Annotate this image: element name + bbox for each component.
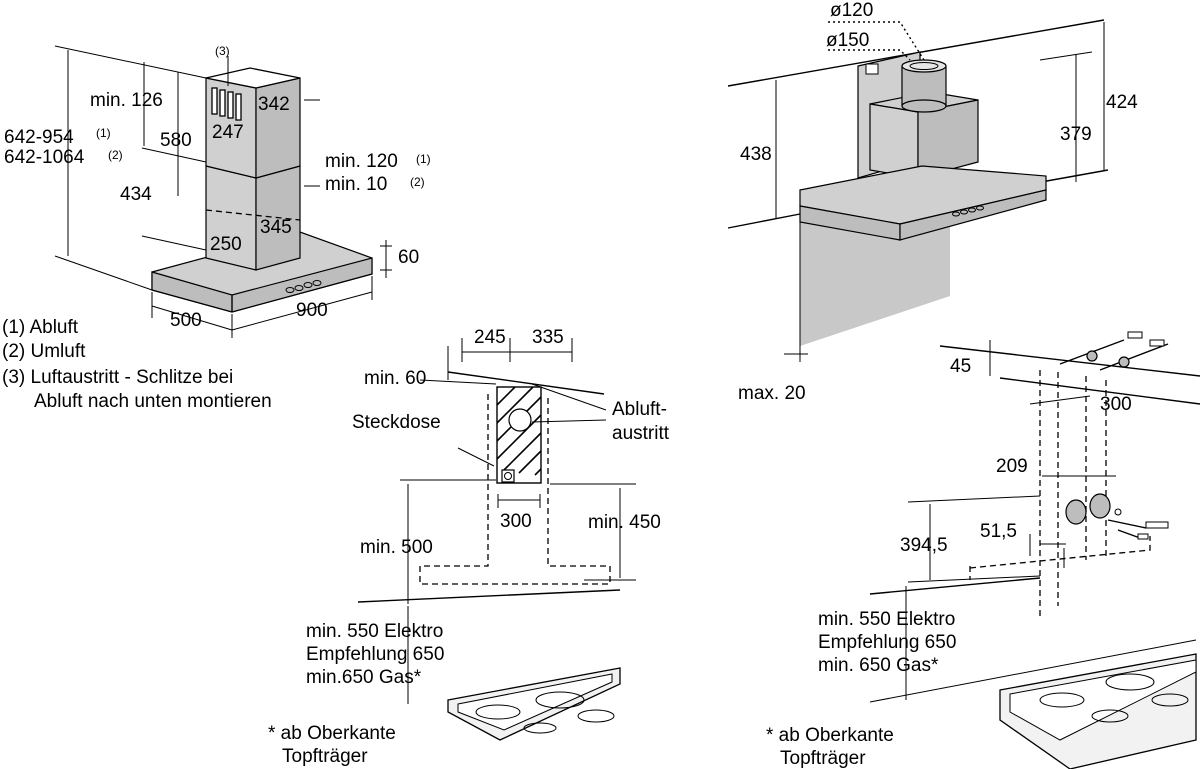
label-max-20: max. 20 [738, 383, 806, 404]
label-900: 900 [296, 300, 328, 321]
label-245: 245 [474, 327, 506, 348]
label-abluft-2: austritt [612, 423, 670, 444]
label-left-footnote-1: * ab Oberkante [268, 723, 396, 744]
wall-view-right [869, 331, 1200, 769]
chimney-box-front [869, 103, 919, 179]
hood-perspective-view [54, 45, 392, 338]
label-335: 335 [532, 327, 564, 348]
label-min-10: min. 10 [325, 174, 387, 195]
exhaust-outlet-circle [508, 408, 532, 432]
air-outlet-slots [211, 87, 242, 121]
label-500: 500 [170, 310, 202, 331]
label-left-footnote-2: Topfträger [282, 746, 368, 767]
side-canopy-side [899, 189, 1047, 241]
label-abluft-1: Abluft- [612, 399, 667, 420]
label-247: 247 [212, 122, 244, 143]
label-209: 209 [996, 456, 1028, 477]
label-51-5: 51,5 [980, 521, 1017, 542]
label-right-note-2: Empfehlung 650 [818, 632, 956, 653]
label-min-120: min. 120 [325, 151, 398, 172]
top-screws [1059, 331, 1169, 371]
chimney-top [205, 67, 301, 89]
label-right-footnote-1: * ab Oberkante [766, 725, 894, 746]
label-438: 438 [740, 144, 772, 165]
label-left-note-1: min. 550 Elektro [306, 621, 443, 642]
label-height-range-2-note: (2) [108, 148, 123, 162]
label-342: 342 [258, 94, 290, 115]
label-min-126: min. 126 [90, 90, 163, 111]
chimney-upper-side [255, 77, 301, 179]
label-marker-3: (3) [215, 44, 230, 58]
label-right-note-3: min. 650 Gas* [818, 655, 939, 676]
label-min-450: min. 450 [588, 512, 661, 533]
label-height-range-1-note: (1) [96, 126, 111, 140]
side-buttons [952, 205, 984, 217]
legend-item-2: (2) Umluft [2, 341, 86, 362]
ventilation-cutout [496, 386, 542, 484]
legend-item-1: (1) Abluft [2, 317, 79, 338]
label-height-range-1: 642-954 [4, 127, 74, 148]
label-min-500: min. 500 [360, 537, 433, 558]
label-min-10-note: (2) [410, 175, 425, 189]
label-250: 250 [210, 234, 242, 255]
label-300-right: 300 [1100, 394, 1132, 415]
label-dia-120: ø120 [830, 0, 873, 21]
wall-view-left [357, 338, 636, 741]
chimney-box-side [917, 99, 979, 179]
wall-anchors [1065, 493, 1169, 540]
label-424: 424 [1106, 92, 1138, 113]
exhaust-pipe [901, 59, 947, 113]
label-45: 45 [950, 356, 971, 377]
label-left-note-3: min.650 Gas* [306, 667, 422, 688]
label-dia-150: ø150 [826, 30, 869, 51]
control-buttons [285, 280, 322, 293]
label-580: 580 [160, 130, 192, 151]
label-right-note-1: min. 550 Elektro [818, 609, 955, 630]
label-right-footnote-2: Topfträger [780, 748, 866, 769]
legend-item-3-line2: Abluft nach unten montieren [34, 391, 272, 412]
socket-icon [501, 469, 515, 483]
legend-item-3-line1: (3) Luftaustritt - Schlitze bei [2, 367, 233, 388]
label-min-120-note: (1) [416, 152, 431, 166]
label-60: 60 [398, 247, 419, 268]
label-300-left: 300 [500, 511, 532, 532]
label-379: 379 [1060, 124, 1092, 145]
label-434: 434 [120, 184, 152, 205]
label-left-note-2: Empfehlung 650 [306, 644, 444, 665]
label-394-5: 394,5 [900, 535, 948, 556]
label-min-60: min. 60 [364, 368, 426, 389]
label-steckdose: Steckdose [352, 412, 441, 433]
side-perspective-view [727, 19, 1109, 362]
label-height-range-2: 642-1064 [4, 147, 85, 168]
label-345: 345 [260, 217, 292, 238]
